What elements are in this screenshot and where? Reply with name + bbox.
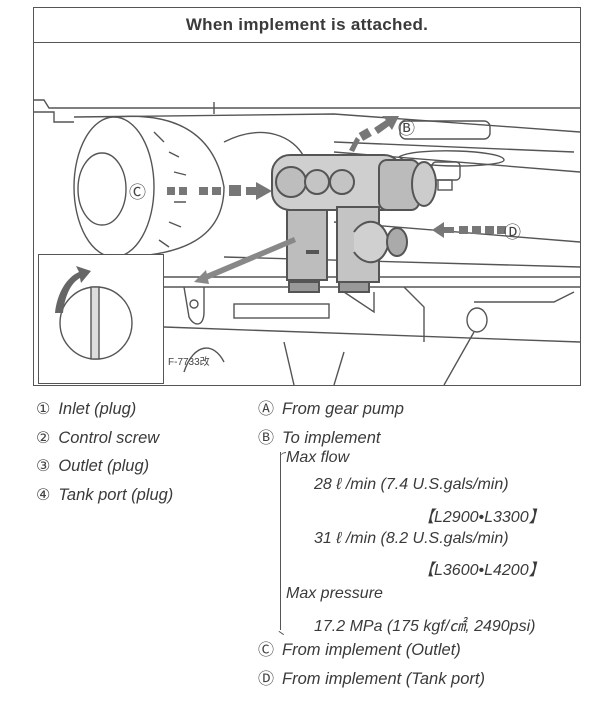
legend-item-outlet: ③ Outlet (plug) bbox=[36, 452, 173, 481]
flow-models-2: 【L3600•L4200】 bbox=[418, 562, 545, 579]
bolt-stem bbox=[437, 179, 453, 191]
legend-label: From gear pump bbox=[282, 400, 404, 418]
letter-b-icon: Ⓑ bbox=[258, 427, 275, 447]
title-bar: When implement is attached. bbox=[34, 8, 580, 43]
legend-label: Control screw bbox=[58, 428, 160, 447]
pressure-value: 17.2 MPa (175 kgf/㎠, 2490psi) bbox=[314, 618, 536, 635]
frame-line bbox=[223, 256, 580, 268]
flow-models-1: 【L2900•L3300】 bbox=[418, 509, 545, 526]
parts-legend: ① Inlet (plug) ② Control screw ③ Outlet (pl… bbox=[36, 395, 173, 509]
callout-d: Ⓓ bbox=[504, 223, 521, 243]
legend-label: Outlet (plug) bbox=[58, 457, 150, 475]
flow-value-1: 28 ℓ /min (7.4 U.S.gals/min) bbox=[314, 476, 509, 493]
letter-c-icon: Ⓒ bbox=[258, 640, 275, 659]
legend-label: From implement (Outlet) bbox=[282, 641, 461, 659]
valve-block bbox=[271, 154, 437, 293]
number-1-icon: ① bbox=[36, 399, 51, 418]
filter-cap bbox=[77, 152, 127, 226]
nut bbox=[466, 307, 488, 333]
flow-arrow-icon-d bbox=[432, 222, 506, 238]
legend-item-tank-port: ④ Tank port (plug) bbox=[36, 481, 173, 510]
rotation-arrow-icon bbox=[55, 266, 91, 313]
figure-frame: When implement is attached. bbox=[33, 7, 581, 386]
rod bbox=[443, 331, 475, 385]
flow-arrow-icon-c bbox=[167, 182, 272, 200]
max-pressure-label: Max pressure bbox=[286, 585, 383, 602]
legend-item-c: Ⓒ From implement (Outlet) bbox=[258, 636, 485, 665]
letter-a-icon: Ⓐ bbox=[258, 399, 275, 418]
bracket-part bbox=[183, 286, 205, 325]
legend-label: From implement (Tank port) bbox=[282, 669, 485, 688]
legend-item-a: Ⓐ From gear pump bbox=[258, 395, 404, 424]
filter-ribs bbox=[153, 131, 187, 248]
legend-item-inlet: ① Inlet (plug) bbox=[36, 395, 173, 424]
hose bbox=[223, 131, 305, 158]
control-screw-inset bbox=[38, 254, 164, 384]
frame-line bbox=[73, 113, 580, 133]
slot bbox=[233, 303, 330, 319]
legend-item-d: Ⓓ From implement (Tank port) bbox=[258, 665, 485, 694]
plate bbox=[399, 120, 491, 140]
flow-legend: Ⓐ From gear pump Ⓑ To implement bbox=[258, 395, 404, 452]
lower-frame bbox=[183, 341, 345, 385]
lower-frame bbox=[163, 326, 580, 343]
page-title: When implement is attached. bbox=[185, 15, 429, 34]
callout-c: Ⓒ bbox=[129, 183, 146, 203]
flow-value-2: 31 ℓ /min (8.2 U.S.gals/min) bbox=[314, 530, 509, 547]
number-2-icon: ② bbox=[36, 427, 51, 447]
flow-arrow-icon-tank bbox=[194, 237, 296, 284]
legend-label: Inlet (plug) bbox=[58, 400, 137, 418]
lower-frame bbox=[343, 286, 425, 342]
legend-item-control-screw: ② Control screw bbox=[36, 424, 173, 453]
hole bbox=[189, 299, 199, 309]
legend-label: Tank port (plug) bbox=[58, 485, 174, 504]
flow-arrows bbox=[167, 116, 506, 284]
spec-bracket bbox=[280, 452, 287, 630]
lower-frame bbox=[474, 291, 575, 303]
flow-legend-lower: Ⓒ From implement (Outlet) Ⓓ From implement… bbox=[258, 636, 485, 693]
body-line bbox=[34, 99, 580, 109]
filter-body bbox=[113, 115, 225, 258]
body-line bbox=[34, 111, 74, 123]
max-flow-label: Max flow bbox=[286, 449, 350, 466]
letter-d-icon: Ⓓ bbox=[258, 668, 275, 688]
number-4-icon: ④ bbox=[36, 484, 51, 504]
flow-arrow-icon-b bbox=[349, 116, 399, 152]
legend-label: To implement bbox=[282, 428, 381, 447]
figure-code: F-7733改 bbox=[168, 357, 210, 368]
number-3-icon: ③ bbox=[36, 456, 51, 475]
legend-item-b: Ⓑ To implement bbox=[258, 424, 404, 453]
callout-b: Ⓑ bbox=[398, 119, 415, 139]
control-screw-icon bbox=[55, 266, 133, 360]
